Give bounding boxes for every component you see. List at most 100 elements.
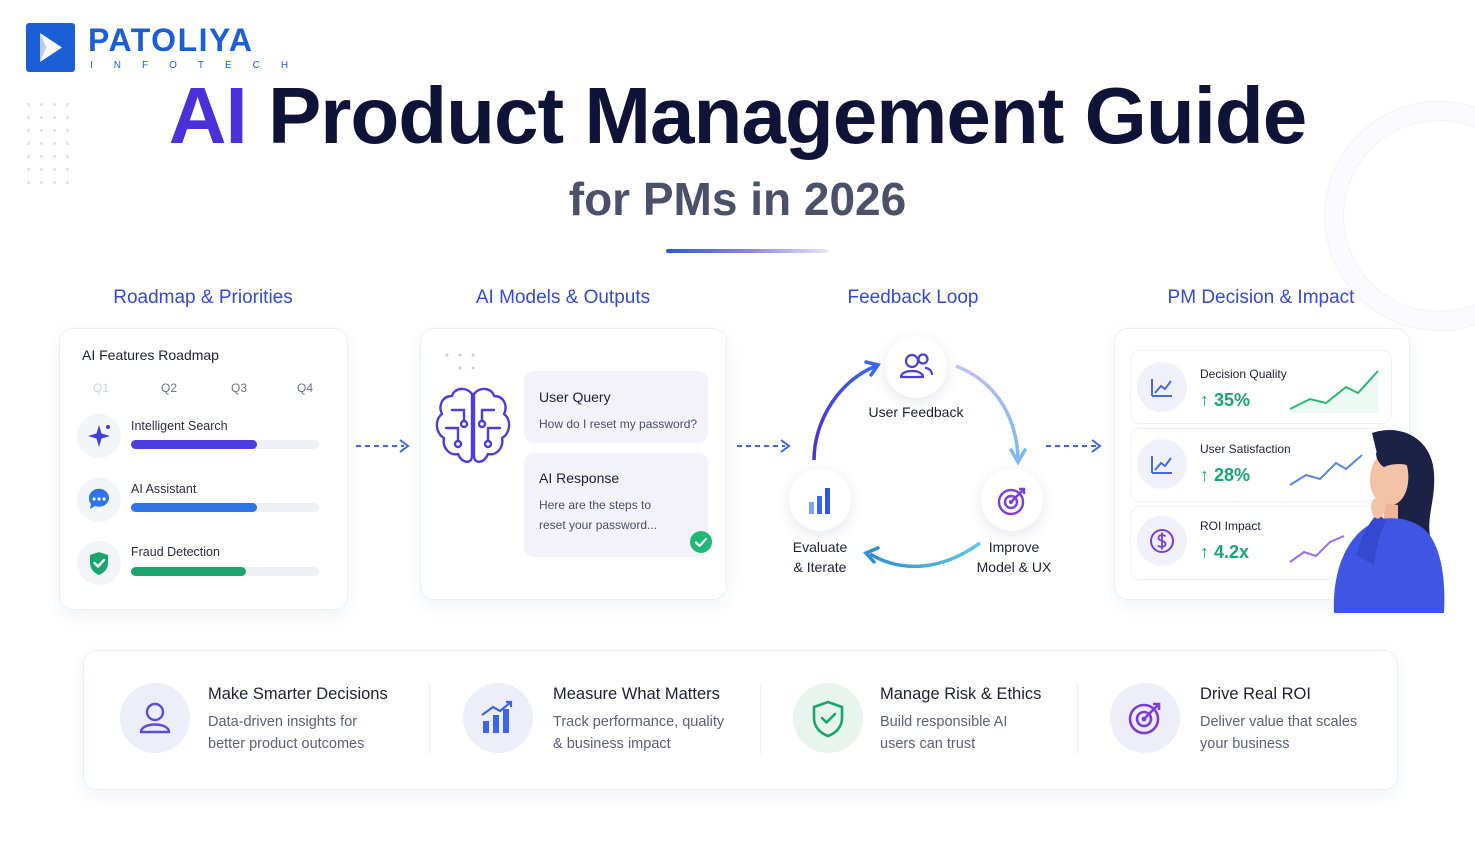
- thinking-person-illustration: [1333, 430, 1445, 613]
- shield-check-icon: [77, 541, 121, 585]
- metric-value-text: 28%: [1214, 465, 1251, 485]
- up-arrow-icon: ↑: [1200, 465, 1209, 485]
- section-title-decision: PM Decision & Impact: [1167, 287, 1355, 308]
- sparkline: [1289, 454, 1363, 486]
- brand-logo-mark: [26, 23, 75, 72]
- evaluate-label-line: & Iterate: [793, 559, 847, 575]
- benefit-title: Drive Real ROI: [1200, 685, 1311, 703]
- decorative-dots-icon: [445, 353, 475, 370]
- response-text-line: reset your password...: [539, 518, 658, 532]
- query-heading: User Query: [539, 389, 611, 405]
- quarter-label: Q2: [161, 381, 178, 395]
- title-divider: [666, 249, 828, 253]
- improve-label: Improve Model & UX: [954, 537, 1074, 577]
- metric-title: ROI Impact: [1200, 519, 1261, 533]
- metric-title: Decision Quality: [1200, 367, 1287, 381]
- metric-value: ↑ 35%: [1200, 390, 1250, 411]
- sparkline: [1289, 370, 1379, 413]
- benefit-desc: Data-driven insights for better product o…: [208, 711, 364, 755]
- evaluate-node: [789, 469, 851, 531]
- roadmap-progress-track: [131, 503, 319, 512]
- title-rest: Product Management Guide: [267, 71, 1307, 160]
- benefit-desc-line: users can trust: [880, 736, 976, 752]
- evaluate-label-line: Evaluate: [792, 539, 848, 555]
- quarter-label: Q1: [93, 381, 110, 395]
- sparkle-icon: [77, 414, 121, 458]
- roadmap-title: AI Features Roadmap: [82, 347, 219, 363]
- sparkline: [1289, 535, 1345, 563]
- benefit-title: Measure What Matters: [553, 685, 720, 703]
- benefit-divider: [429, 684, 430, 754]
- target-icon: [997, 487, 1026, 516]
- section-title-roadmap: Roadmap & Priorities: [113, 287, 293, 308]
- benefit-title: Manage Risk & Ethics: [880, 685, 1042, 703]
- bar-chart-icon: [809, 488, 830, 514]
- chat-bubble-icon: [77, 478, 121, 522]
- benefit-divider: [1077, 684, 1078, 754]
- check-circle-icon: [690, 531, 712, 553]
- benefit-desc-line: & business impact: [553, 736, 671, 752]
- up-arrow-icon: ↑: [1200, 542, 1209, 562]
- metric-title: User Satisfaction: [1200, 442, 1291, 456]
- feedback-loop-arrows: [812, 360, 1027, 569]
- benefit-desc: Track performance, quality & business imp…: [553, 711, 724, 755]
- query-text: How do I reset my password?: [539, 417, 698, 431]
- quarter-label: Q3: [231, 381, 248, 395]
- brand-name: PATOLIYA: [88, 22, 254, 58]
- roadmap-progress-track: [131, 567, 319, 576]
- decorative-dot-grid: [22, 98, 74, 186]
- roadmap-progress-fill: [131, 567, 246, 576]
- flow-arrow-icon: [1046, 439, 1102, 453]
- user-query-bubble: [524, 371, 708, 443]
- benefit-desc-line: Data-driven insights for: [208, 714, 358, 730]
- brand-tagline: INFOTECH: [90, 60, 310, 71]
- response-text-line: Here are the steps to: [539, 498, 652, 512]
- bar-chart-icon: [463, 683, 533, 753]
- user-feedback-node: [885, 336, 947, 398]
- roadmap-progress-track: [131, 440, 319, 449]
- metric-row: [1130, 350, 1392, 424]
- page-subtitle: for PMs in 2026: [568, 173, 907, 225]
- metric-value: ↑ 4.2x: [1200, 542, 1249, 563]
- benefit-desc-line: better product outcomes: [208, 736, 365, 752]
- improve-node: [981, 469, 1043, 531]
- benefit-desc-line: your business: [1200, 736, 1290, 752]
- response-heading: AI Response: [539, 470, 620, 486]
- user-feedback-label: User Feedback: [868, 404, 964, 420]
- users-icon: [899, 353, 934, 379]
- benefit-desc-line: Deliver value that scales: [1200, 714, 1358, 730]
- metric-value-text: 4.2x: [1214, 542, 1250, 562]
- roadmap-progress-fill: [131, 440, 257, 449]
- section-title-models: AI Models & Outputs: [475, 287, 651, 308]
- brain-circuit-icon: [435, 387, 511, 463]
- improve-label-line: Model & UX: [976, 559, 1052, 575]
- benefit-desc-line: Track performance, quality: [553, 714, 725, 730]
- roadmap-item-label: AI Assistant: [131, 482, 197, 496]
- dollar-coin-icon: [1137, 516, 1187, 566]
- flow-arrow-icon: [356, 439, 410, 453]
- target-icon: [1110, 683, 1180, 753]
- roadmap-progress-fill: [131, 503, 257, 512]
- roadmap-item-label: Fraud Detection: [131, 545, 220, 559]
- chart-up-icon: [1137, 362, 1187, 412]
- chart-up-icon: [1137, 439, 1187, 489]
- title-ai-word: AI: [168, 71, 248, 160]
- metric-value-text: 35%: [1214, 390, 1251, 410]
- roadmap-item-label: Intelligent Search: [131, 419, 228, 433]
- quarter-label: Q4: [297, 381, 314, 395]
- evaluate-label: Evaluate & Iterate: [760, 537, 880, 577]
- up-arrow-icon: ↑: [1200, 390, 1209, 410]
- user-icon: [120, 683, 190, 753]
- benefit-desc: Deliver value that scales your business: [1200, 711, 1357, 755]
- improve-label-line: Improve: [988, 539, 1040, 555]
- ai-response-bubble: [524, 453, 708, 557]
- benefit-desc-line: Build responsible AI: [880, 714, 1008, 730]
- benefit-divider: [760, 684, 761, 754]
- shield-check-icon: [793, 683, 863, 753]
- flow-arrow-icon: [737, 439, 791, 453]
- page-title: AI Product Management Guide: [0, 70, 1475, 162]
- benefit-title: Make Smarter Decisions: [208, 685, 388, 703]
- metric-value: ↑ 28%: [1200, 465, 1250, 486]
- section-title-feedback: Feedback Loop: [847, 287, 979, 308]
- benefit-desc: Build responsible AI users can trust: [880, 711, 1007, 755]
